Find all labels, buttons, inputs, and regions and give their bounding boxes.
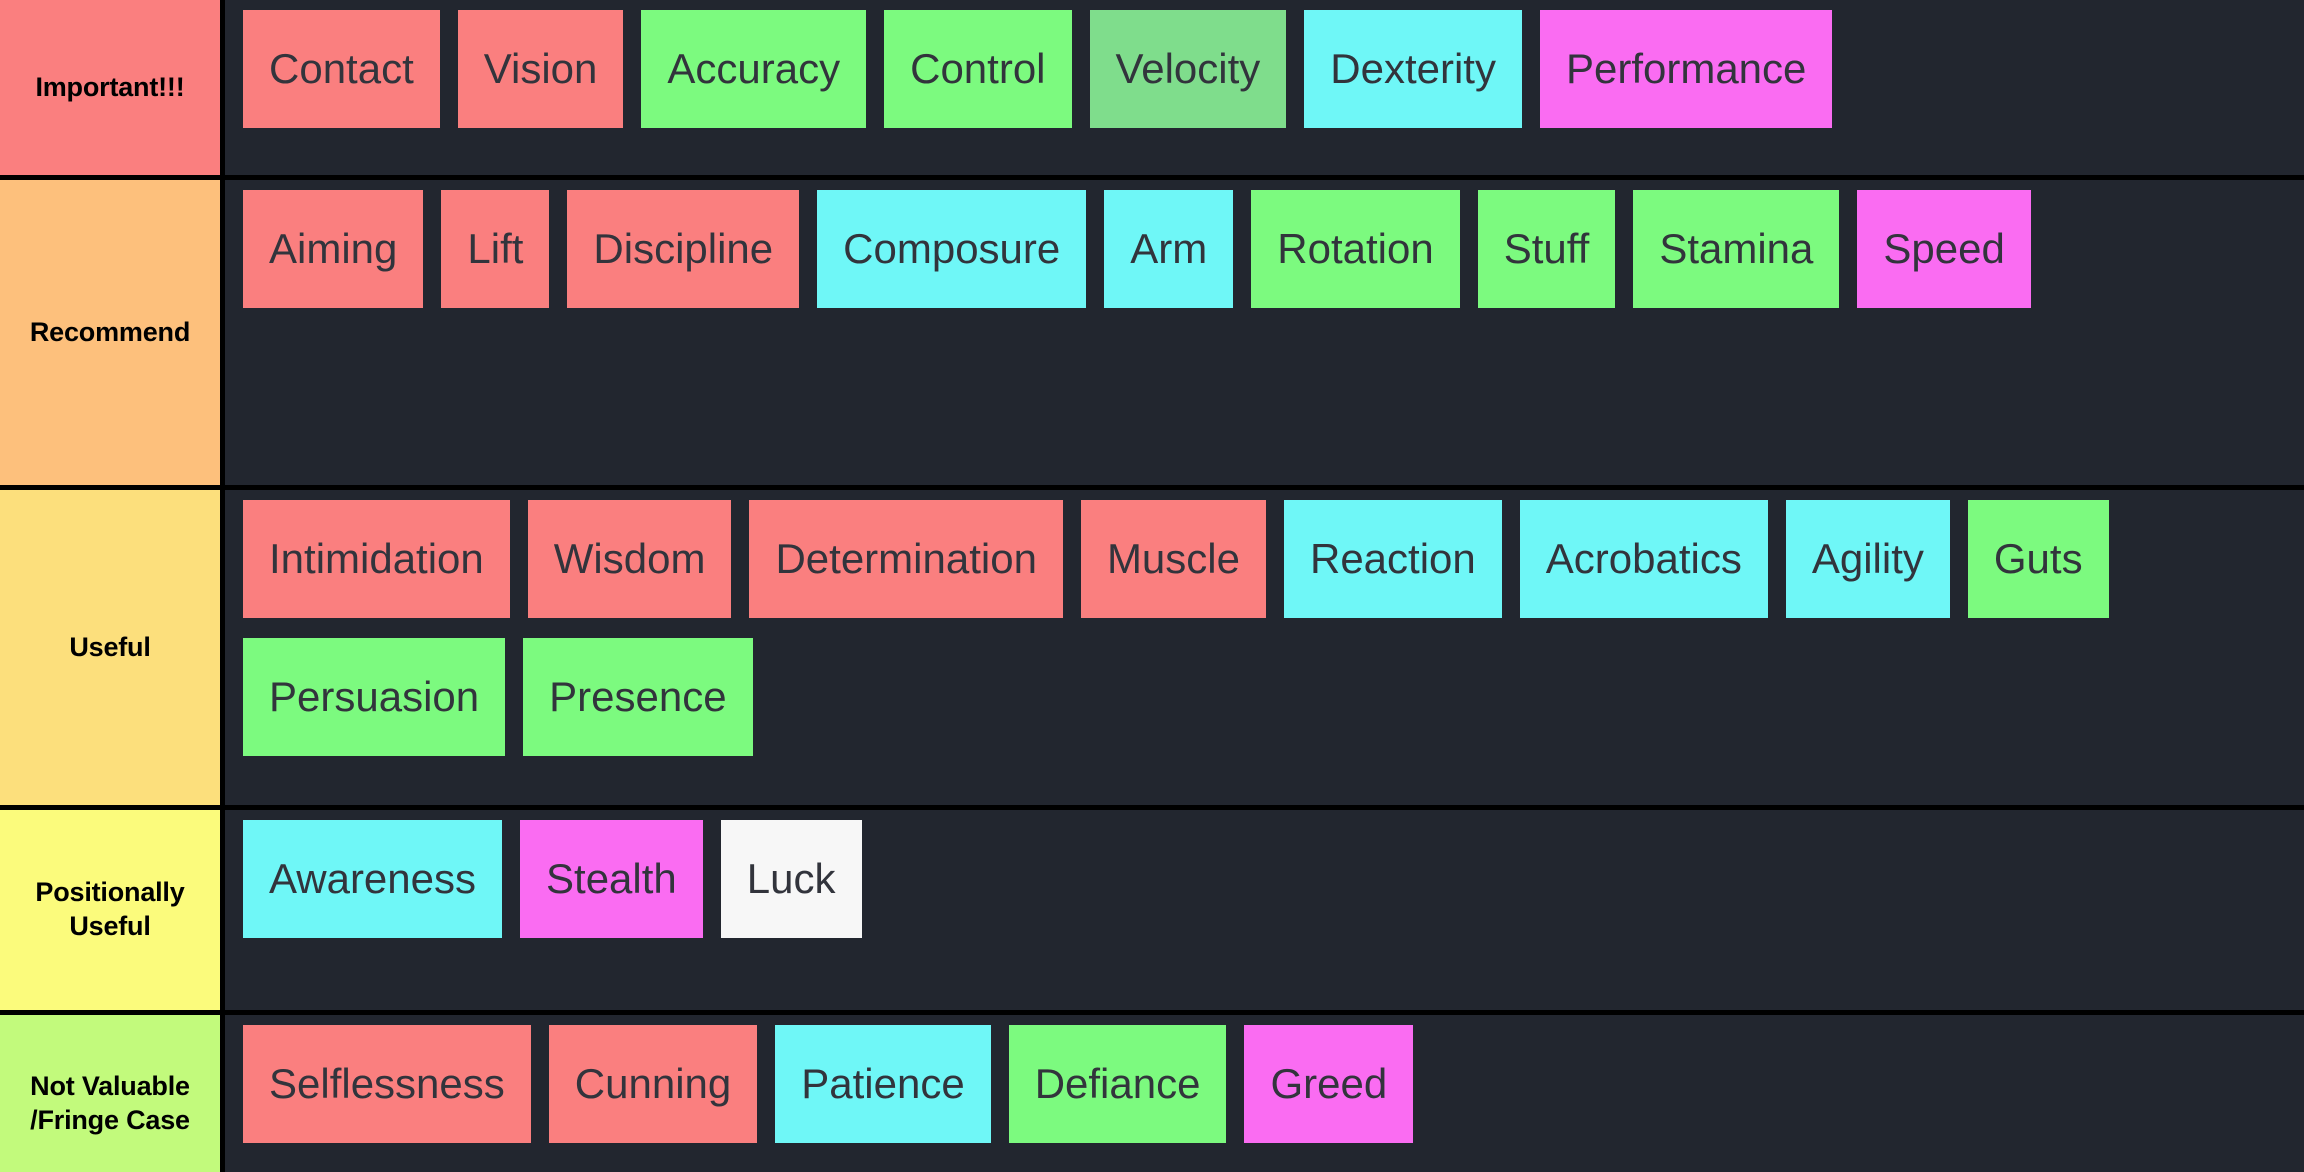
tier-item[interactable]: Patience [775, 1025, 991, 1143]
tier-item[interactable]: Defiance [1008, 1025, 1227, 1143]
tier-item[interactable]: Stealth [520, 820, 703, 938]
tier-item[interactable]: Presence [523, 638, 753, 756]
tier-item[interactable]: Composure [817, 190, 1087, 308]
tier-item[interactable]: Selflessness [243, 1025, 531, 1143]
tier-item[interactable]: Greed [1244, 1025, 1414, 1143]
tier-item[interactable]: Discipline [567, 190, 800, 308]
tier-item[interactable]: Acrobatics [1519, 500, 1768, 618]
tier-item[interactable]: Persuasion [243, 638, 506, 756]
tier-item[interactable]: Contact [243, 10, 440, 128]
tier-item[interactable]: Cunning [548, 1025, 758, 1143]
tier-item[interactable]: Determination [749, 500, 1063, 618]
tier-item[interactable]: Muscle [1080, 500, 1266, 618]
tier-item[interactable]: Dexterity [1304, 10, 1522, 128]
tier-item[interactable]: Guts [1967, 500, 2109, 618]
tier-item[interactable]: Agility [1785, 500, 1950, 618]
tier-item[interactable]: Stuff [1477, 190, 1616, 308]
tier-item[interactable]: Arm [1104, 190, 1234, 308]
tier-item[interactable]: Performance [1539, 10, 1833, 128]
tier-item[interactable]: Lift [441, 190, 550, 308]
tier-item[interactable]: Awareness [243, 820, 503, 938]
tier-item[interactable]: Reaction [1283, 500, 1502, 618]
tier-label-notvaluable[interactable]: Not Valuable /Fringe Case [0, 1015, 225, 1172]
tier-item[interactable]: Accuracy [641, 10, 867, 128]
tier-item[interactable]: Rotation [1251, 190, 1460, 308]
tier-item[interactable]: Wisdom [527, 500, 732, 618]
tier-item[interactable]: Control [884, 10, 1072, 128]
tier-item[interactable]: Vision [457, 10, 624, 128]
tier-label-important[interactable]: Important!!! [0, 0, 225, 175]
tier-item[interactable]: Aiming [243, 190, 424, 308]
tier-item[interactable]: Intimidation [243, 500, 510, 618]
tier-label-recommend[interactable]: Recommend [0, 180, 225, 485]
tier-label-positionally[interactable]: Positionally Useful [0, 810, 225, 1010]
tier-item[interactable]: Velocity [1089, 10, 1287, 128]
tier-item[interactable]: Luck [720, 820, 862, 938]
tier-item[interactable]: Speed [1857, 190, 2031, 308]
tier-label-useful[interactable]: Useful [0, 490, 225, 805]
tier-item[interactable]: Stamina [1633, 190, 1840, 308]
